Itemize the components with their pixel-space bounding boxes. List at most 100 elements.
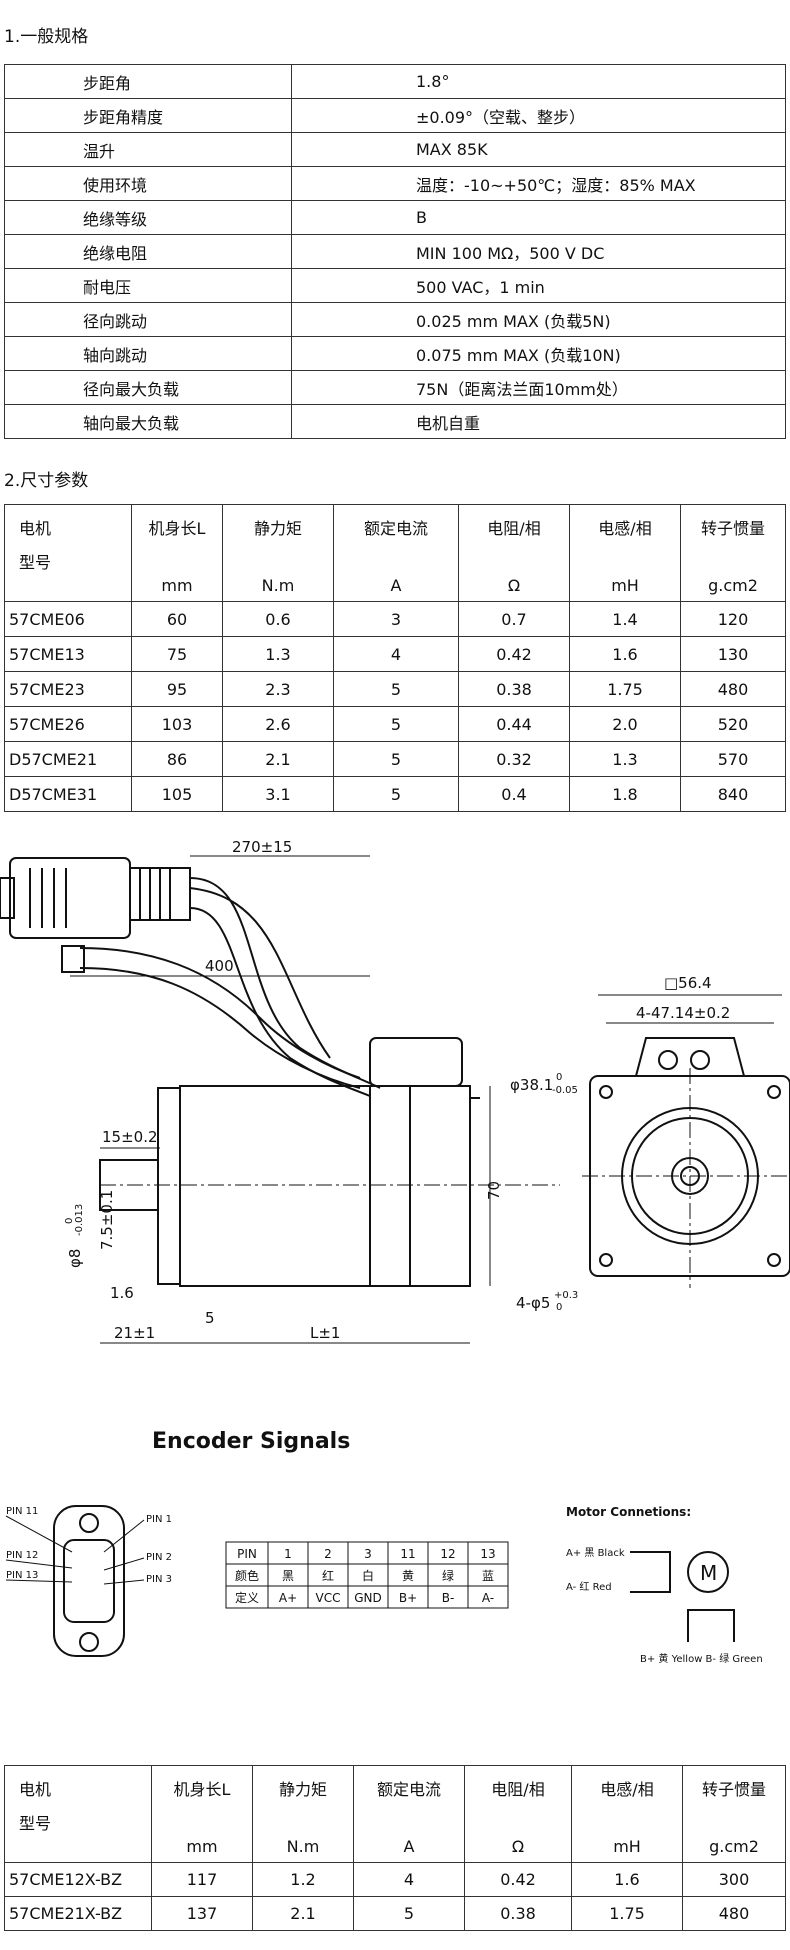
pin-table-cell: 1 xyxy=(284,1547,292,1561)
body-height-label: 70 xyxy=(485,1181,503,1200)
shaft-tol-top: 0 xyxy=(64,1218,75,1224)
section-dimension-title: 2.尺寸参数 xyxy=(4,471,89,491)
pin-table-cell: 定义 xyxy=(235,1590,259,1605)
spec-value: B xyxy=(291,200,786,235)
pin-table-cell: 红 xyxy=(322,1568,334,1583)
motor-body xyxy=(179,1085,471,1287)
pin-table-cell: 绿 xyxy=(442,1568,454,1583)
spec-value: MIN 100 MΩ，500 V DC xyxy=(291,234,786,269)
pin-table-cell: 蓝 xyxy=(482,1569,494,1583)
spec-row: 轴向最大负载电机自重 xyxy=(4,404,786,439)
value-cell: 0.42 xyxy=(458,636,570,672)
spec-key: 步距角 xyxy=(4,64,292,99)
value-cell: 75 xyxy=(131,636,223,672)
spec-key: 轴向最大负载 xyxy=(4,404,292,439)
spec-row: 使用环境温度：-10~+50℃；湿度：85% MAX xyxy=(4,166,786,201)
value-cell: 5 xyxy=(353,1896,465,1931)
pin-table-cell: A+ xyxy=(279,1591,297,1605)
pin-1-label: PIN 1 xyxy=(146,1514,172,1525)
a-minus-label: A- 红 Red xyxy=(566,1580,612,1593)
square-size-label: □56.4 xyxy=(664,974,712,992)
value-cell: 2.1 xyxy=(222,741,334,777)
value-cell: 480 xyxy=(682,1896,786,1931)
spec-value: 500 VAC，1 min xyxy=(291,268,786,303)
value-cell: 5 xyxy=(333,671,459,707)
value-cell: 1.3 xyxy=(222,636,334,672)
shaft-total-label: 21±1 xyxy=(114,1324,155,1342)
value-cell: 117 xyxy=(151,1862,253,1897)
spec-value: 电机自重 xyxy=(291,404,786,439)
value-cell: 1.3 xyxy=(569,741,681,777)
value-cell: 520 xyxy=(680,706,786,742)
b-phase-labels: B+ 黄 Yellow B- 绿 Green xyxy=(640,1652,763,1665)
value-cell: 103 xyxy=(131,706,223,742)
value-cell: 3 xyxy=(333,601,459,637)
pin-table-cell: 颜色 xyxy=(235,1568,259,1583)
spec-value: MAX 85K xyxy=(291,132,786,167)
value-cell: 1.4 xyxy=(569,601,681,637)
cable-length-label: 270±15 xyxy=(232,838,292,856)
pin-table-cell: B- xyxy=(442,1591,455,1605)
value-cell: 137 xyxy=(151,1896,253,1931)
model-cell: D57CME21 xyxy=(4,741,132,777)
pin-table-cell: A- xyxy=(482,1591,494,1605)
model-cell: 57CME23 xyxy=(4,671,132,707)
gap-label: 5 xyxy=(205,1309,215,1327)
value-cell: 60 xyxy=(131,601,223,637)
flange-thickness-label: 1.6 xyxy=(110,1284,134,1302)
spec-value: 1.8° xyxy=(291,64,786,99)
model-cell: 57CME12X-BZ xyxy=(4,1862,152,1897)
spec-key: 耐电压 xyxy=(4,268,292,303)
model-cell: 57CME26 xyxy=(4,706,132,742)
encoder-signals-diagram: Encoder Signals PIN 11 PIN 12 PIN 13 PIN… xyxy=(5,1429,763,1665)
shaft-length-label: 15±0.2 xyxy=(102,1128,158,1146)
pin-table-cell: B+ xyxy=(399,1591,417,1605)
value-cell: 0.38 xyxy=(464,1896,572,1931)
value-cell: 0.42 xyxy=(464,1862,572,1897)
spec-value: 0.075 mm MAX (负载10N) xyxy=(291,336,786,371)
pin-3-label: PIN 3 xyxy=(146,1574,172,1585)
value-cell: 2.0 xyxy=(569,706,681,742)
shaft-diameter-label: φ8 xyxy=(66,1249,84,1268)
value-cell: 0.6 xyxy=(222,601,334,637)
pin-table-cell: 黄 xyxy=(402,1569,414,1583)
spec-key: 使用环境 xyxy=(4,166,292,201)
encoder-title: Encoder Signals xyxy=(152,1429,350,1454)
boss-tol-bottom: -0.05 xyxy=(552,1085,578,1096)
value-cell: 2.6 xyxy=(222,706,334,742)
a-plus-label: A+ 黑 Black xyxy=(566,1547,625,1559)
value-cell: 2.1 xyxy=(252,1896,354,1931)
spec-value: 0.025 mm MAX (负载5N) xyxy=(291,302,786,337)
spec-key: 温升 xyxy=(4,132,292,167)
value-cell: 480 xyxy=(680,671,786,707)
value-cell: 300 xyxy=(682,1862,786,1897)
pin-table-cell: 12 xyxy=(440,1547,455,1561)
pin-table-cell: 3 xyxy=(364,1547,372,1561)
value-cell: 1.6 xyxy=(571,1862,683,1897)
value-cell: 120 xyxy=(680,601,786,637)
value-cell: 3.1 xyxy=(222,776,334,812)
spec-value: 温度：-10~+50℃；湿度：85% MAX xyxy=(291,166,786,201)
motor-letter: M xyxy=(700,1561,717,1585)
pin-table-cell: 白 xyxy=(362,1568,374,1583)
pin-11-label: PIN 11 xyxy=(6,1506,38,1517)
value-cell: 840 xyxy=(680,776,786,812)
pin-table-cell: 黑 xyxy=(282,1569,294,1583)
spec-value: ±0.09°（空载、整步） xyxy=(291,98,786,133)
header-model: 电机 型号 xyxy=(4,1765,152,1863)
model-cell: 57CME21X-BZ xyxy=(4,1896,152,1931)
motor-symbol xyxy=(687,1551,729,1593)
pin-table-cell: VCC xyxy=(316,1591,341,1605)
value-cell: 1.75 xyxy=(569,671,681,707)
spec-key: 径向最大负载 xyxy=(4,370,292,405)
